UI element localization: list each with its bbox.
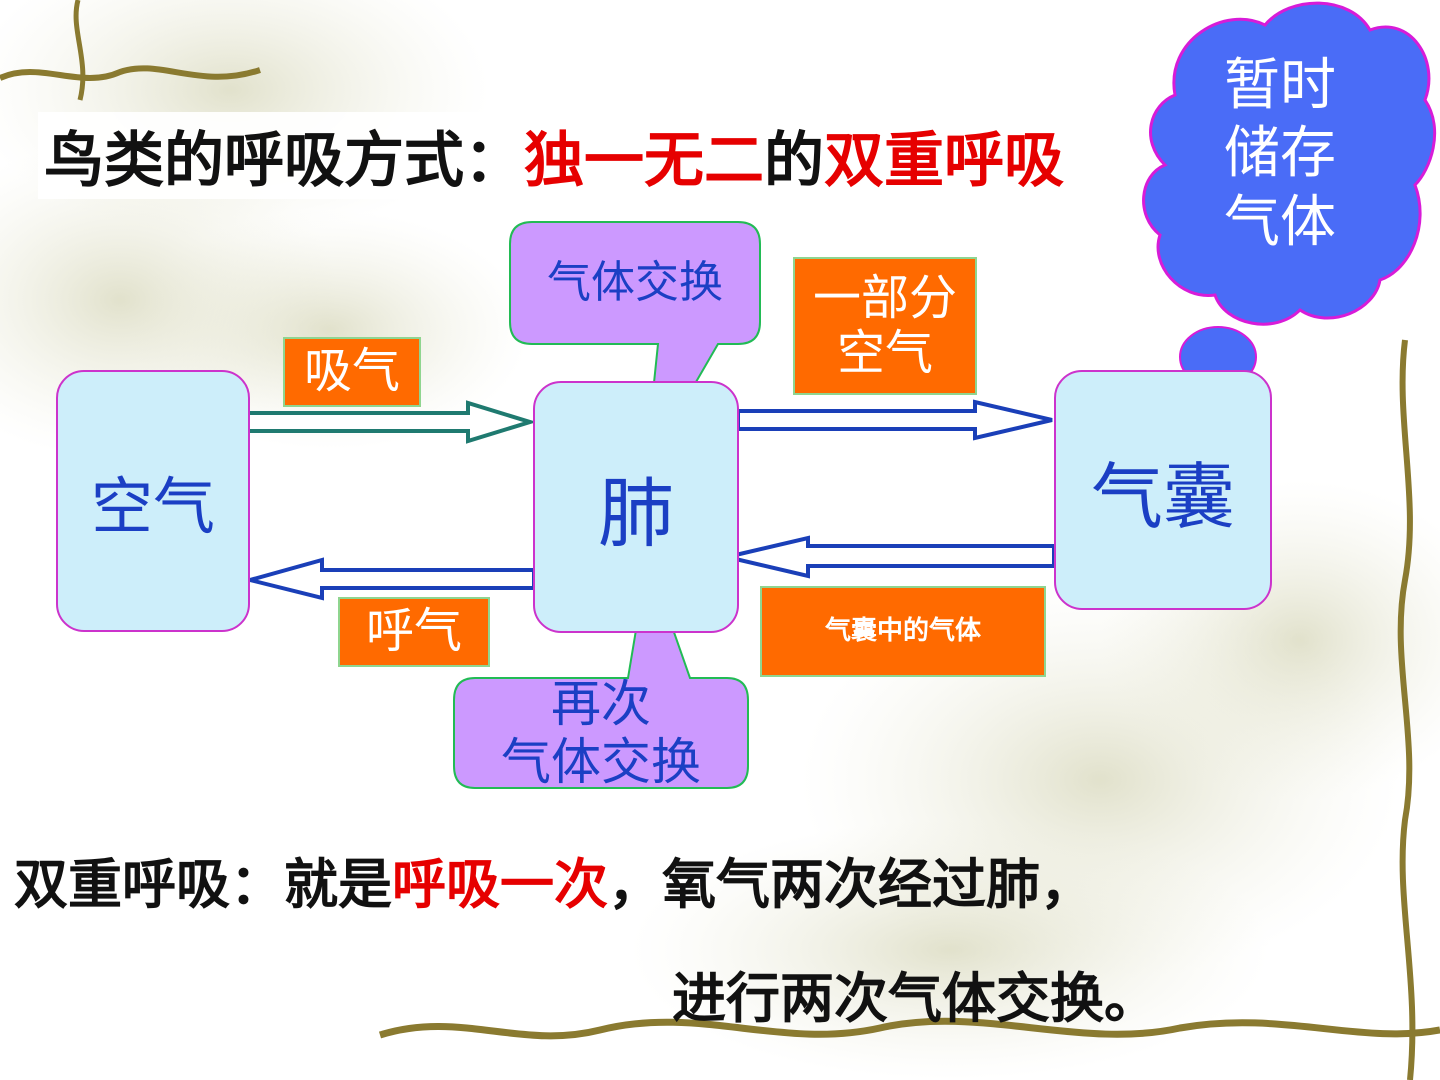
again-exchange-text: 再次 气体交换 bbox=[456, 675, 746, 791]
gas-exchange-label: 气体交换 bbox=[547, 257, 723, 308]
cloud-line3: 气体 bbox=[1224, 189, 1336, 255]
again-exchange-bubble-shape bbox=[453, 557, 749, 789]
inhale-arrow bbox=[246, 400, 537, 444]
airsac-to-lung-arrow bbox=[726, 535, 1056, 579]
part-air-line1: 一部分 bbox=[812, 269, 957, 326]
sac-gas-label: 气囊中的气体 bbox=[760, 586, 1046, 677]
sac-gas-label-text: 气囊中的气体 bbox=[824, 615, 981, 646]
again-line1: 再次 bbox=[551, 675, 651, 733]
cloud-text: 暂时 储存 气体 bbox=[1200, 52, 1360, 257]
title-part1: 鸟类的呼吸方式： bbox=[44, 126, 524, 196]
page-title: 鸟类的呼吸方式：独一无二的双重呼吸 bbox=[38, 112, 1070, 199]
part-air-line2: 空气 bbox=[836, 325, 933, 381]
node-lung: 肺 bbox=[533, 381, 739, 633]
footer-l2: 进行两次气体交换。 bbox=[672, 966, 1158, 1030]
node-air: 空气 bbox=[56, 370, 250, 632]
footer-line1: 双重呼吸：就是呼吸一次，氧气两次经过肺， bbox=[14, 840, 1094, 919]
footer-line2: 进行两次气体交换。 bbox=[672, 954, 1158, 1033]
exhale-arrow bbox=[242, 557, 536, 601]
cloud-line1: 暂时 bbox=[1224, 53, 1336, 118]
lung-to-airsac-arrow bbox=[736, 399, 1053, 441]
inhale-label-text: 吸气 bbox=[303, 343, 400, 400]
cloud-line2: 储存 bbox=[1224, 121, 1336, 187]
title-part3: 的 bbox=[764, 126, 824, 196]
node-lung-label: 肺 bbox=[598, 469, 674, 558]
exhale-label-text: 呼气 bbox=[365, 603, 462, 660]
node-air-sac-label: 气囊 bbox=[1090, 454, 1235, 539]
node-air-sac: 气囊 bbox=[1054, 370, 1272, 610]
gas-exchange-text: 气体交换 bbox=[512, 257, 758, 309]
exhale-label: 呼气 bbox=[338, 597, 490, 667]
inhale-label: 吸气 bbox=[283, 337, 421, 407]
node-air-label: 空气 bbox=[90, 470, 215, 543]
footer-l1-part3: ，氧气两次经过肺， bbox=[608, 852, 1094, 916]
again-line2: 气体交换 bbox=[501, 732, 701, 791]
footer-l1-part1: 双重呼吸：就是 bbox=[14, 852, 392, 916]
title-part4: 双重呼吸 bbox=[824, 126, 1064, 196]
footer-l1-part2: 呼吸一次 bbox=[392, 852, 608, 916]
title-part2: 独一无二 bbox=[524, 126, 764, 196]
part-air-label: 一部分 空气 bbox=[793, 257, 977, 395]
